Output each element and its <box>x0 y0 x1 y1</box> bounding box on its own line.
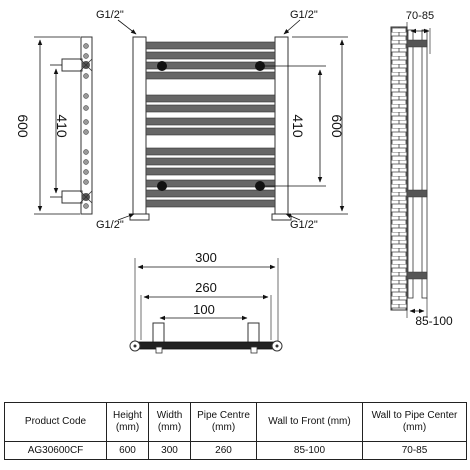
valve-bottom <box>61 190 93 204</box>
leader-top-left <box>117 19 137 35</box>
header-wall-to-front: Wall to Front (mm) <box>256 402 363 442</box>
dim-410-left <box>50 64 62 198</box>
dim-600-right-label: 600 <box>329 114 345 138</box>
pipe-label-bottom-right: G1/2" <box>290 219 318 231</box>
pipe-label-top-left: G1/2" <box>96 9 124 21</box>
profile-view: 70-85 85-100 <box>390 10 453 328</box>
top-view: 300 260 100 <box>129 250 283 354</box>
pipe-label-bottom-left: G1/2" <box>96 219 124 231</box>
leader-bottom-right <box>285 213 301 221</box>
dim-410-right-label: 410 <box>290 114 306 138</box>
dim-wall-to-pipe-label: 70-85 <box>406 10 434 22</box>
leader-bottom-left <box>117 213 135 221</box>
cell-wall-to-pipe-centre: 70-85 <box>362 441 467 460</box>
left-rail <box>129 36 150 221</box>
technical-drawing: G1/2" G1/2" G1/2" G1/2" 410 600 <box>15 9 453 354</box>
dim-410-right <box>262 65 326 187</box>
cell-height: 600 <box>106 441 149 460</box>
leader-top-right <box>283 19 301 35</box>
dim-600-left-label: 600 <box>15 114 31 138</box>
dim-260-label: 260 <box>195 280 217 295</box>
valve-top <box>61 58 93 72</box>
wall <box>390 26 408 311</box>
right-rail <box>271 36 292 221</box>
side-view-left: 600 410 <box>15 36 93 215</box>
table-row: AG30600CF 600 300 260 85-100 70-85 <box>4 441 467 460</box>
cell-width: 300 <box>148 441 191 460</box>
front-view: G1/2" G1/2" G1/2" G1/2" 410 600 <box>96 9 348 231</box>
radiator-bars <box>145 41 276 208</box>
dim-300-label: 300 <box>195 250 217 265</box>
cell-product-code: AG30600CF <box>4 441 107 460</box>
dim-600-right <box>292 36 348 215</box>
header-pipe-centre: Pipe Centre (mm) <box>190 402 257 442</box>
dim-100-label: 100 <box>193 302 215 317</box>
cell-pipe-centre: 260 <box>190 441 257 460</box>
pipe-label-top-right: G1/2" <box>290 9 318 21</box>
header-width: Width (mm) <box>148 402 191 442</box>
header-product-code: Product Code <box>4 402 107 442</box>
dim-wall-to-front-label: 85-100 <box>415 314 453 328</box>
spec-table: Product Code Height (mm) Width (mm) Pipe… <box>4 402 467 460</box>
dim-600-left <box>34 36 80 215</box>
bracket-dots <box>157 61 265 191</box>
cell-wall-to-front: 85-100 <box>256 441 363 460</box>
header-wall-to-pipe-centre: Wall to Pipe Center (mm) <box>362 402 467 442</box>
header-height: Height (mm) <box>106 402 149 442</box>
dim-410-left-label: 410 <box>54 114 70 138</box>
